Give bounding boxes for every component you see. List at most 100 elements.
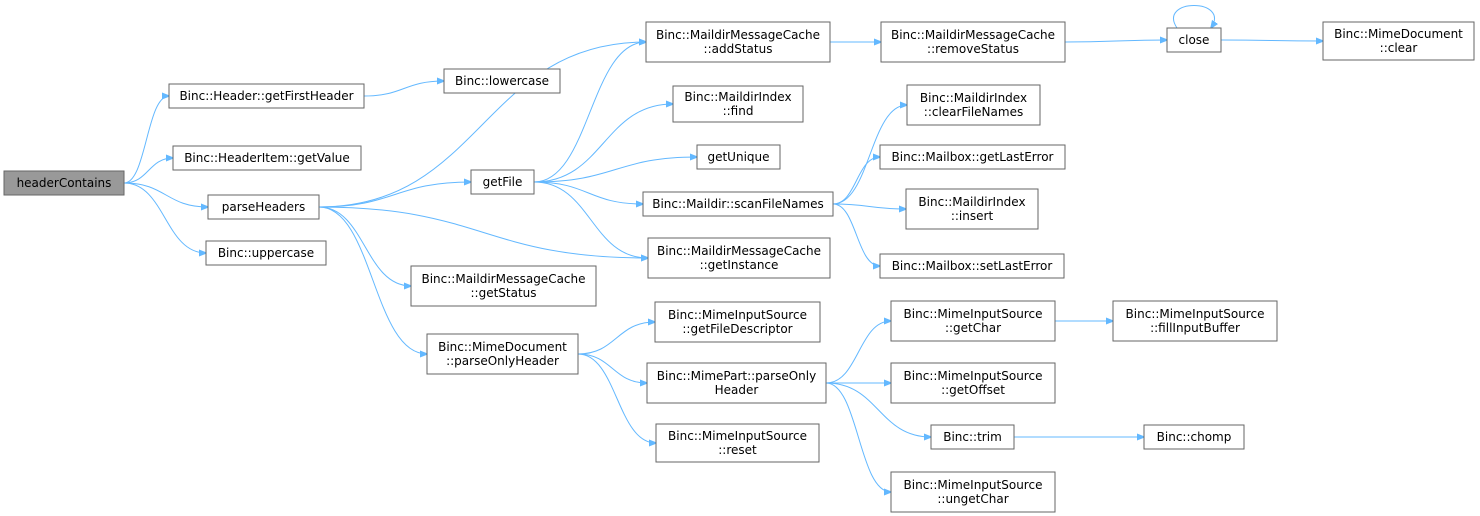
- node-box-getLastError[interactable]: [879, 144, 1066, 170]
- node-label-getOffset-1: ::getOffset: [941, 383, 1005, 397]
- node-label-find-1: ::find: [723, 104, 754, 118]
- node-box-uppercase[interactable]: [205, 240, 327, 266]
- node-label-getFileDescriptor-0: Binc::MimeInputSource: [668, 308, 807, 322]
- node-getFileDescriptor[interactable]: Binc::MimeInputSource::getFileDescriptor: [654, 301, 821, 343]
- edge-parseOnlyHeaderDoc-to-getFileDescriptor: [577, 322, 655, 355]
- node-box-getUnique[interactable]: [696, 144, 781, 170]
- node-box-lowercase[interactable]: [443, 68, 561, 94]
- nodes-layer: headerContains Binc::Header::getFirstHead…: [3, 21, 1475, 513]
- node-find[interactable]: Binc::MaildirIndex::find: [672, 85, 804, 123]
- node-chomp[interactable]: Binc::chomp: [1143, 424, 1245, 450]
- node-box-getChar[interactable]: [890, 300, 1056, 342]
- node-label-scanFileNames-0: Binc::Maildir::scanFileNames: [652, 197, 824, 211]
- node-box-getOffset[interactable]: [890, 362, 1056, 404]
- edge-parseHeaders-to-getInstance: [318, 206, 648, 258]
- node-box-clear[interactable]: [1322, 21, 1475, 61]
- node-parseOnlyHeaderPart[interactable]: Binc::MimePart::parseOnlyHeader: [646, 362, 827, 404]
- node-box-find[interactable]: [672, 85, 804, 123]
- edge-parseOnlyHeaderPart-to-getChar: [825, 321, 891, 384]
- node-box-getStatus[interactable]: [410, 265, 597, 307]
- node-box-parseHeaders[interactable]: [207, 194, 320, 220]
- node-parseOnlyHeaderDoc[interactable]: Binc::MimeDocument::parseOnlyHeader: [426, 333, 579, 375]
- edge-close-to-clear: [1220, 40, 1323, 41]
- node-box-getFileDescriptor[interactable]: [654, 301, 821, 343]
- node-box-setLastError[interactable]: [879, 253, 1065, 279]
- node-label-getOffset-0: Binc::MimeInputSource: [904, 369, 1043, 383]
- node-getFirstHeader[interactable]: Binc::Header::getFirstHeader: [168, 83, 365, 109]
- edge-close-to-close: [1173, 5, 1215, 29]
- node-box-getFile[interactable]: [470, 169, 535, 195]
- node-parseHeaders[interactable]: parseHeaders: [207, 194, 320, 220]
- node-box-scanFileNames[interactable]: [642, 191, 834, 217]
- edge-parseOnlyHeaderDoc-to-reset: [577, 353, 656, 443]
- node-box-headerContains[interactable]: [3, 170, 125, 196]
- node-getOffset[interactable]: Binc::MimeInputSource::getOffset: [890, 362, 1056, 404]
- node-box-getInstance[interactable]: [647, 237, 831, 279]
- node-fillInputBuffer[interactable]: Binc::MimeInputSource::fillInputBuffer: [1112, 300, 1278, 342]
- node-label-fillInputBuffer-0: Binc::MimeInputSource: [1126, 307, 1265, 321]
- node-addStatus[interactable]: Binc::MaildirMessageCache::addStatus: [645, 21, 831, 63]
- node-label-ungetChar-0: Binc::MimeInputSource: [904, 478, 1043, 492]
- edge-parseHeaders-to-getStatus: [318, 206, 411, 286]
- node-label-reset-0: Binc::MimeInputSource: [668, 429, 807, 443]
- node-ungetChar[interactable]: Binc::MimeInputSource::ungetChar: [890, 471, 1056, 513]
- node-removeStatus[interactable]: Binc::MaildirMessageCache::removeStatus: [880, 21, 1066, 63]
- node-close[interactable]: close: [1166, 27, 1222, 53]
- node-label-close-0: close: [1179, 33, 1210, 47]
- edge-scanFileNames-to-clearFileNames: [832, 105, 907, 205]
- edge-getFile-to-getInstance: [533, 181, 648, 258]
- node-box-getValue[interactable]: [172, 145, 362, 171]
- node-uppercase[interactable]: Binc::uppercase: [205, 240, 327, 266]
- node-label-lowercase-0: Binc::lowercase: [455, 74, 549, 88]
- node-label-parseOnlyHeaderPart-1: Header: [715, 383, 759, 397]
- node-label-getFirstHeader-0: Binc::Header::getFirstHeader: [179, 89, 353, 103]
- node-getChar[interactable]: Binc::MimeInputSource::getChar: [890, 300, 1056, 342]
- node-box-parseOnlyHeaderPart[interactable]: [646, 362, 827, 404]
- edge-scanFileNames-to-getLastError: [832, 157, 880, 205]
- node-label-ungetChar-1: ::ungetChar: [937, 492, 1008, 506]
- edge-headerContains-to-uppercase: [123, 182, 206, 253]
- node-clear[interactable]: Binc::MimeDocument::clear: [1322, 21, 1475, 61]
- edge-headerContains-to-getValue: [123, 158, 173, 184]
- node-getValue[interactable]: Binc::HeaderItem::getValue: [172, 145, 362, 171]
- node-box-reset[interactable]: [655, 423, 820, 463]
- node-box-trim[interactable]: [930, 424, 1015, 450]
- node-getStatus[interactable]: Binc::MaildirMessageCache::getStatus: [410, 265, 597, 307]
- node-box-addStatus[interactable]: [645, 21, 831, 63]
- node-box-parseOnlyHeaderDoc[interactable]: [426, 333, 579, 375]
- node-box-getFirstHeader[interactable]: [168, 83, 365, 109]
- node-box-clearFileNames[interactable]: [906, 84, 1041, 126]
- node-getLastError[interactable]: Binc::Mailbox::getLastError: [879, 144, 1066, 170]
- node-insert[interactable]: Binc::MaildirIndex::insert: [905, 188, 1039, 230]
- node-label-clearFileNames-0: Binc::MaildirIndex: [920, 91, 1027, 105]
- node-label-removeStatus-0: Binc::MaildirMessageCache: [891, 28, 1055, 42]
- node-lowercase[interactable]: Binc::lowercase: [443, 68, 561, 94]
- node-reset[interactable]: Binc::MimeInputSource::reset: [655, 423, 820, 463]
- node-box-fillInputBuffer[interactable]: [1112, 300, 1278, 342]
- node-getUnique[interactable]: getUnique: [696, 144, 781, 170]
- node-box-close[interactable]: [1166, 27, 1222, 53]
- node-box-ungetChar[interactable]: [890, 471, 1056, 513]
- node-label-parseOnlyHeaderDoc-1: ::parseOnlyHeader: [446, 354, 559, 368]
- node-label-getUnique-0: getUnique: [707, 150, 769, 164]
- node-label-fillInputBuffer-1: ::fillInputBuffer: [1150, 321, 1240, 335]
- node-setLastError[interactable]: Binc::Mailbox::setLastError: [879, 253, 1065, 279]
- node-trim[interactable]: Binc::trim: [930, 424, 1015, 450]
- node-label-clear-0: Binc::MimeDocument: [1334, 27, 1463, 41]
- node-getFile[interactable]: getFile: [470, 169, 535, 195]
- node-label-headerContains-0: headerContains: [17, 176, 112, 190]
- node-getInstance[interactable]: Binc::MaildirMessageCache::getInstance: [647, 237, 831, 279]
- node-label-removeStatus-1: ::removeStatus: [927, 42, 1019, 56]
- node-scanFileNames[interactable]: Binc::Maildir::scanFileNames: [642, 191, 834, 217]
- node-label-clear-1: ::clear: [1380, 41, 1418, 55]
- node-label-trim-0: Binc::trim: [943, 430, 1002, 444]
- node-label-getLastError-0: Binc::Mailbox::getLastError: [892, 150, 1054, 164]
- node-headerContains[interactable]: headerContains: [3, 170, 125, 196]
- node-box-chomp[interactable]: [1143, 424, 1245, 450]
- node-label-getFile-0: getFile: [483, 175, 523, 189]
- node-clearFileNames[interactable]: Binc::MaildirIndex::clearFileNames: [906, 84, 1041, 126]
- node-box-insert[interactable]: [905, 188, 1039, 230]
- node-box-removeStatus[interactable]: [880, 21, 1066, 63]
- node-label-getStatus-0: Binc::MaildirMessageCache: [421, 272, 585, 286]
